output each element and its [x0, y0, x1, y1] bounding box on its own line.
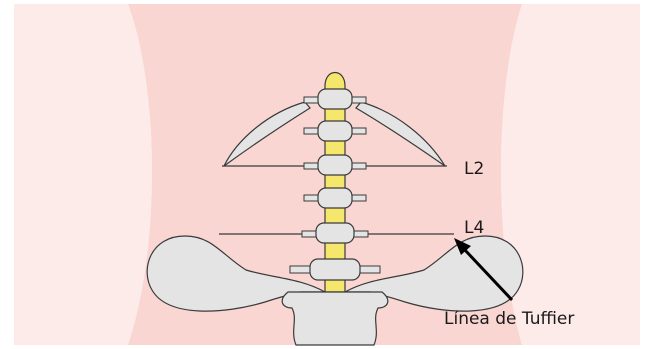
sacrum	[282, 292, 388, 345]
label-l4: L4	[464, 218, 484, 238]
right-flank	[501, 4, 640, 345]
label-l2: L2	[464, 159, 484, 179]
label-tuffier-line: Línea de Tuffier	[444, 309, 574, 329]
left-flank	[14, 4, 152, 345]
